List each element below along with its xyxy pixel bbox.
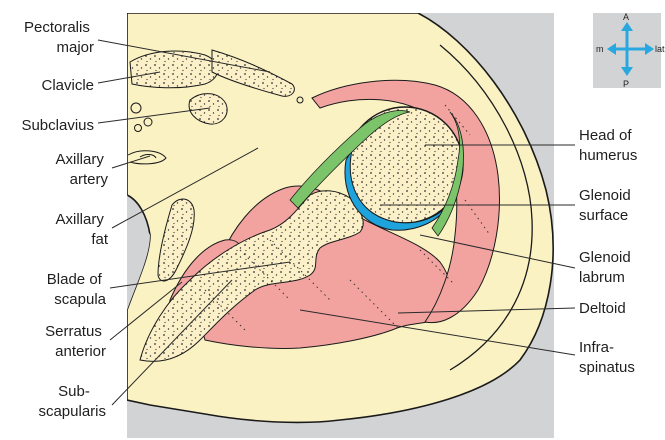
label-subscapularis-line2: scapularis xyxy=(38,403,106,420)
clavicle-bone xyxy=(130,51,218,88)
orientation-compass: A P m lat xyxy=(593,12,665,89)
label-axillary-artery-line2: artery xyxy=(70,171,109,188)
orientation-anterior: A xyxy=(623,12,629,22)
label-head-of-humerus-line1: Head of xyxy=(579,127,632,144)
label-infraspinatus-line1: Infra- xyxy=(579,339,614,356)
label-glenoid-surface: Glenoid surface xyxy=(579,187,635,224)
label-glenoid-labrum: Glenoid labrum xyxy=(579,249,635,286)
label-serratus-anterior-line2: anterior xyxy=(55,343,106,360)
label-glenoid-labrum-line2: labrum xyxy=(579,269,625,286)
label-axillary-fat: Axillary fat xyxy=(55,211,108,248)
label-glenoid-surface-line1: Glenoid xyxy=(579,187,631,204)
label-deltoid-line1: Deltoid xyxy=(579,300,626,317)
label-clavicle: Clavicle xyxy=(41,77,94,94)
label-glenoid-surface-line2: surface xyxy=(579,207,628,224)
label-subclavius-line1: Subclavius xyxy=(21,117,94,134)
label-blade-of-scapula-line2: scapula xyxy=(54,291,106,308)
label-blade-of-scapula-line1: Blade of xyxy=(47,271,103,288)
label-serratus-anterior-line1: Serratus xyxy=(45,323,102,340)
left-labels: Pectoralis major Clavicle Subclavius Axi… xyxy=(21,19,108,420)
label-clavicle-line1: Clavicle xyxy=(41,77,94,94)
label-subscapularis-line1: Sub- xyxy=(58,383,90,400)
label-axillary-fat-line2: fat xyxy=(91,231,109,248)
label-axillary-fat-line1: Axillary xyxy=(55,211,104,228)
label-axillary-artery-line1: Axillary xyxy=(55,151,104,168)
label-head-of-humerus: Head of humerus xyxy=(579,127,637,164)
orientation-medial: m xyxy=(596,44,604,54)
label-infraspinatus-line2: spinatus xyxy=(579,359,635,376)
label-axillary-artery: Axillary artery xyxy=(55,151,108,188)
orientation-lateral: lat xyxy=(655,44,665,54)
label-pectoralis-major: Pectoralis major xyxy=(24,19,94,56)
label-serratus-anterior: Serratus anterior xyxy=(45,323,106,360)
label-pectoralis-major-line1: Pectoralis xyxy=(24,19,90,36)
label-blade-of-scapula: Blade of scapula xyxy=(47,271,107,308)
label-glenoid-labrum-line1: Glenoid xyxy=(579,249,631,266)
orientation-posterior: P xyxy=(623,79,629,89)
label-deltoid: Deltoid xyxy=(579,300,626,317)
label-infraspinatus: Infra- spinatus xyxy=(579,339,635,376)
label-subclavius: Subclavius xyxy=(21,117,94,134)
label-pectoralis-major-line2: major xyxy=(56,39,94,56)
label-subscapularis: Sub- scapularis xyxy=(38,383,106,420)
label-head-of-humerus-line2: humerus xyxy=(579,147,637,164)
right-labels: Head of humerus Glenoid surface Glenoid … xyxy=(579,127,637,376)
